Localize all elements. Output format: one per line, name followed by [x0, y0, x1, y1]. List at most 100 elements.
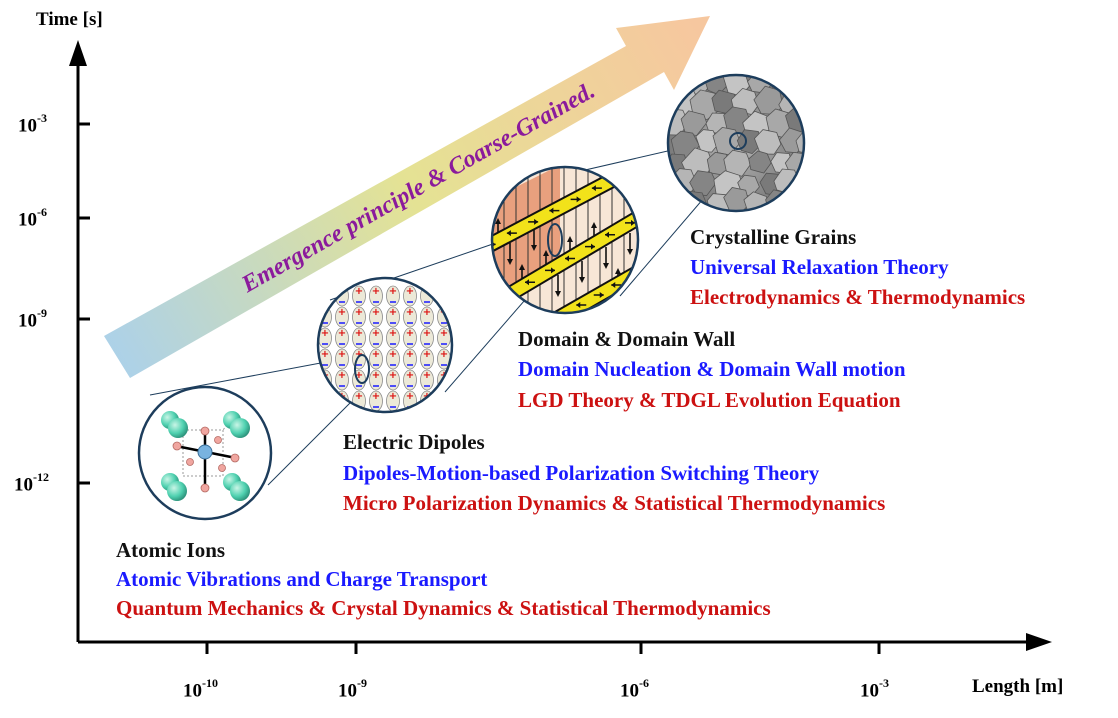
grain-cell	[723, 187, 750, 211]
grain-cell	[795, 131, 804, 155]
dipole-ellipse: +	[403, 327, 417, 349]
svg-text:+: +	[321, 328, 329, 339]
dipole-ellipse: +	[318, 327, 332, 349]
svg-text:+: +	[423, 328, 431, 339]
svg-text:+: +	[389, 328, 397, 339]
svg-text:+: +	[338, 349, 346, 360]
dipole-ellipse: +	[352, 306, 366, 328]
svg-text:+: +	[389, 349, 397, 360]
dipole-ellipse: +	[386, 285, 400, 307]
grain-cell	[748, 150, 772, 174]
svg-text:+: +	[440, 349, 448, 360]
y-tick-label: 10-6	[18, 205, 47, 231]
dipole-ellipse: +	[437, 390, 451, 412]
svg-text:+: +	[338, 307, 346, 318]
dipole-ellipse: +	[420, 369, 434, 391]
grain-cell	[689, 170, 717, 197]
dipole-ellipse: +	[386, 390, 400, 412]
electric-dipoles-illustration: + + + + + + + + + + + + + + + + + + + + + + + + + + + + + + + + + + + + + + + +…	[316, 276, 454, 414]
svg-text:+: +	[440, 286, 448, 297]
dipole-ellipse: +	[369, 285, 383, 307]
level-title: Atomic Ions	[116, 538, 226, 562]
emergence-arrow	[104, 16, 710, 378]
dipole-ellipse: +	[420, 327, 434, 349]
svg-text:+: +	[423, 349, 431, 360]
svg-text:+: +	[355, 328, 363, 339]
svg-text:+: +	[389, 370, 397, 381]
grain-cell	[795, 168, 804, 194]
svg-text:+: +	[406, 307, 414, 318]
dipole-ellipse: +	[403, 306, 417, 328]
svg-text:+: +	[423, 370, 431, 381]
svg-text:+: +	[372, 328, 380, 339]
domain-wall-illustration	[490, 165, 640, 315]
svg-text:+: +	[338, 328, 346, 339]
grain-cell	[723, 149, 752, 177]
dipole-ellipse: +	[318, 285, 332, 307]
svg-text:+: +	[372, 370, 380, 381]
svg-text:+: +	[406, 286, 414, 297]
grain-cell	[754, 129, 782, 155]
level-foundation: Quantum Mechanics & Crystal Dynamics & S…	[116, 596, 771, 620]
axes	[69, 40, 1052, 654]
svg-text:+: +	[406, 328, 414, 339]
dipole-ellipse: +	[403, 348, 417, 370]
svg-text:+: +	[406, 370, 414, 381]
svg-text:+: +	[406, 391, 414, 402]
svg-text:+: +	[372, 349, 380, 360]
level-foundation: LGD Theory & TDGL Evolution Equation	[518, 388, 901, 412]
svg-text:+: +	[423, 307, 431, 318]
dipole-ellipse: +	[386, 306, 400, 328]
x-tick-label: 10-10	[183, 676, 218, 702]
level-foundation: Micro Polarization Dynamics & Statistica…	[343, 491, 886, 515]
level-foundation: Electrodynamics & Thermodynamics	[690, 285, 1026, 309]
svg-text:+: +	[321, 349, 329, 360]
dipole-ellipse: +	[369, 306, 383, 328]
svg-text:+: +	[355, 349, 363, 360]
y-tick-label: 10-12	[14, 470, 49, 496]
dipole-ellipse: +	[352, 285, 366, 307]
level-theory: Universal Relaxation Theory	[690, 255, 949, 279]
level-title: Electric Dipoles	[343, 430, 485, 454]
svg-text:+: +	[321, 391, 329, 402]
level-title: Domain & Domain Wall	[518, 327, 736, 351]
dipole-ellipse: +	[403, 285, 417, 307]
dipole-ellipse: +	[420, 306, 434, 328]
svg-text:+: +	[355, 286, 363, 297]
svg-text:+: +	[321, 286, 329, 297]
svg-text:+: +	[372, 286, 380, 297]
level-theory: Domain Nucleation & Domain Wall motion	[518, 357, 906, 381]
svg-text:+: +	[440, 391, 448, 402]
level-theory: Atomic Vibrations and Charge Transport	[116, 567, 488, 591]
svg-text:+: +	[355, 307, 363, 318]
level-theory: Dipoles-Motion-based Polarization Switch…	[343, 461, 820, 485]
grain-cell	[743, 191, 770, 211]
svg-text:+: +	[389, 391, 397, 402]
dipole-ellipse: +	[386, 348, 400, 370]
grain-cell	[801, 94, 804, 116]
y-tick-label: 10-3	[18, 111, 47, 137]
atomic-ions-illustration	[137, 385, 273, 521]
dipole-ellipse: +	[318, 390, 332, 412]
dipole-ellipse: +	[437, 285, 451, 307]
x-tick-label: 10-3	[860, 676, 889, 702]
dipole-ellipse: +	[386, 327, 400, 349]
x-tick-label: 10-9	[338, 676, 367, 702]
dipole-ellipse: +	[335, 327, 349, 349]
crystalline-grains-illustration	[666, 73, 806, 213]
dipole-ellipse: +	[437, 369, 451, 391]
svg-text:+: +	[440, 328, 448, 339]
svg-text:+: +	[406, 349, 414, 360]
svg-text:+: +	[355, 391, 363, 402]
svg-text:+: +	[372, 307, 380, 318]
level-title: Crystalline Grains	[690, 225, 857, 249]
dipole-ellipse: +	[369, 369, 383, 391]
svg-text:+: +	[372, 391, 380, 402]
x-axis-title: Length [m]	[972, 676, 1064, 697]
dipole-ellipse: +	[420, 348, 434, 370]
y-axis-title: Time [s]	[36, 9, 103, 30]
dipole-ellipse: +	[335, 369, 349, 391]
svg-text:+: +	[389, 286, 397, 297]
svg-text:+: +	[389, 307, 397, 318]
